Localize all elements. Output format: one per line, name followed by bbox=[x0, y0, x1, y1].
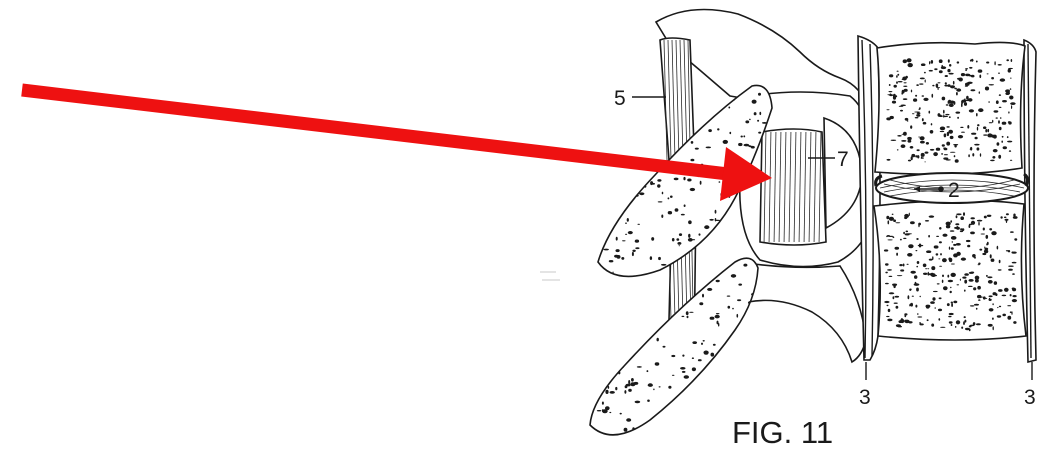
label-7: 7 bbox=[837, 148, 849, 171]
label-2: 2 bbox=[948, 179, 960, 202]
lamina-lower bbox=[740, 262, 866, 362]
label-3-left: 3 bbox=[859, 386, 871, 409]
scan-artifact bbox=[540, 272, 560, 280]
ligament-7 bbox=[760, 128, 826, 246]
ligament-3-right bbox=[1024, 40, 1036, 362]
vertebral-body-lower bbox=[874, 200, 1026, 340]
vertebral-body-upper bbox=[875, 42, 1025, 174]
vertebra-drawing bbox=[540, 10, 1036, 435]
label-5: 5 bbox=[614, 87, 626, 110]
label-3-right: 3 bbox=[1024, 386, 1036, 409]
figure-caption: FIG. 11 bbox=[732, 415, 833, 450]
